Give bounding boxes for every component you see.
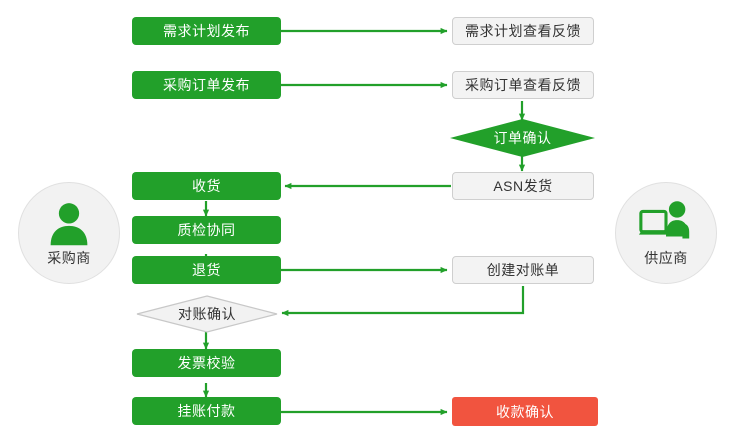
- actor-buyer[interactable]: 采购商: [18, 182, 120, 284]
- node-order-confirm[interactable]: 订单确认: [450, 119, 595, 157]
- node-return-goods[interactable]: 退货: [132, 256, 281, 284]
- node-receipt-confirm[interactable]: 收款确认: [452, 397, 598, 426]
- actor-supplier[interactable]: 供应商: [615, 182, 717, 284]
- actor-buyer-label: 采购商: [47, 249, 91, 266]
- node-reconcile-confirm[interactable]: 对账确认: [136, 295, 278, 333]
- node-invoice-verify[interactable]: 发票校验: [132, 349, 281, 377]
- node-quality-collab[interactable]: 质检协同: [132, 216, 281, 244]
- node-reconcile-confirm-label: 对账确认: [178, 306, 236, 322]
- node-demand-plan-feedback[interactable]: 需求计划查看反馈: [452, 17, 594, 45]
- person-at-computer-icon: [638, 200, 690, 238]
- node-asn-shipment[interactable]: ASN发货: [452, 172, 594, 200]
- node-payment-posting[interactable]: 挂账付款: [132, 397, 281, 425]
- node-demand-plan-publish[interactable]: 需求计划发布: [132, 17, 281, 45]
- diamond-shape-green: [450, 119, 595, 157]
- node-po-feedback[interactable]: 采购订单查看反馈: [452, 71, 594, 99]
- node-order-confirm-label: 订单确认: [493, 130, 552, 146]
- actor-supplier-label: 供应商: [644, 249, 688, 266]
- edge-statement-to-reconcile: [281, 286, 525, 317]
- node-po-publish[interactable]: 采购订单发布: [132, 71, 281, 99]
- person-icon: [50, 202, 88, 245]
- node-receiving[interactable]: 收货: [132, 172, 281, 200]
- node-create-statement[interactable]: 创建对账单: [452, 256, 594, 284]
